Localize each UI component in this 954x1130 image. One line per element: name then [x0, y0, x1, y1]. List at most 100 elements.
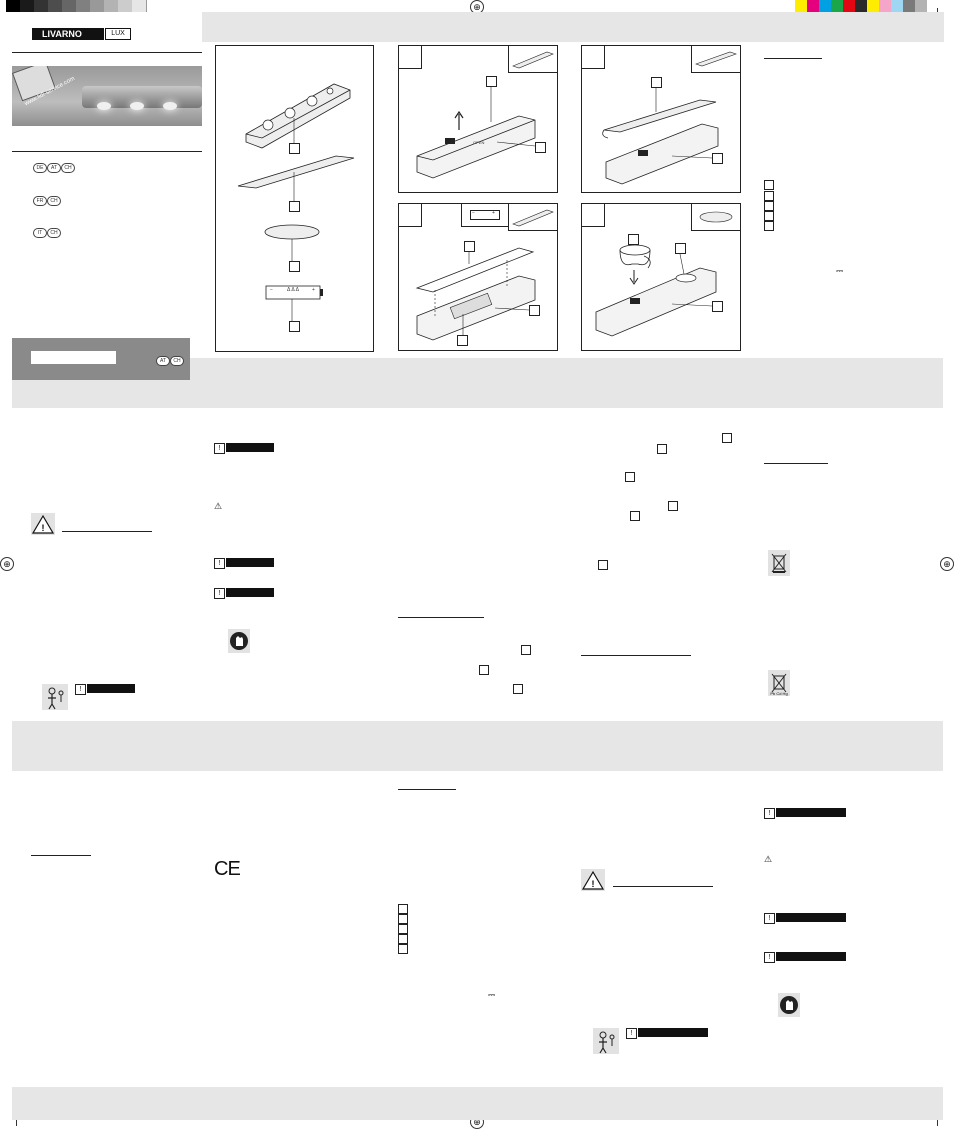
figure-thumbnail — [691, 45, 741, 73]
warning-triangle-icon: ! — [214, 588, 225, 599]
parts-illustration — [237, 83, 355, 321]
figure-number-tab — [398, 45, 422, 69]
safety-warning-icon: ! — [31, 513, 55, 535]
divider — [12, 52, 202, 53]
housing-open-illustration — [416, 84, 536, 179]
gray-swatch — [62, 0, 76, 12]
gray-swatch — [118, 0, 132, 12]
color-swatch — [879, 0, 891, 12]
thumb-minus-label: − — [472, 210, 475, 216]
part-callout-box — [529, 305, 540, 316]
brand-name: LIVARNO — [32, 28, 104, 40]
figure-thumbnail — [691, 203, 741, 231]
part-callout-box — [675, 243, 686, 254]
article-number-box — [31, 351, 116, 364]
lamp-housing-drawing — [245, 83, 351, 149]
cover-footer-band: AT CH — [12, 338, 190, 380]
parts-list-number — [764, 211, 774, 221]
header-band — [202, 12, 944, 42]
part-callout-box — [486, 76, 497, 87]
caution-triangle-icon: ⚠ — [764, 854, 773, 864]
open-label: OPEN — [473, 140, 485, 145]
country-code-badge: AT — [47, 163, 61, 173]
page-band — [12, 1087, 943, 1120]
registration-mark-right: ⊕ — [940, 557, 954, 571]
inline-part-ref — [625, 472, 635, 482]
warning-triangle-icon: ! — [214, 443, 225, 454]
color-swatch — [831, 0, 843, 12]
warning-label-bar — [776, 913, 846, 922]
warning-label-bar — [226, 558, 274, 567]
inline-part-ref — [521, 645, 531, 655]
country-code-badge: FR — [33, 196, 47, 206]
warning-triangle-icon: ! — [764, 952, 775, 963]
section-heading-underline — [62, 531, 152, 532]
battery-drawing — [265, 285, 323, 321]
figure-thumbnail — [508, 203, 558, 231]
pad-attach-illustration — [595, 244, 717, 337]
svg-text:!: ! — [592, 879, 595, 889]
gloves-icon — [778, 993, 800, 1017]
parts-list-number — [398, 924, 408, 934]
battery-minus-label: − — [270, 287, 273, 293]
parts-list-number — [398, 934, 408, 944]
parts-list-number — [764, 191, 774, 201]
inline-part-ref — [722, 433, 732, 443]
figure-thumbnail-battery: − + — [461, 203, 509, 227]
gray-swatch — [76, 0, 90, 12]
figure-adhesive-pad — [581, 203, 741, 351]
part-callout-box — [651, 77, 662, 88]
warning-triangle-icon: ! — [75, 684, 86, 695]
gray-swatch — [6, 0, 20, 12]
parts-list-number — [764, 201, 774, 211]
ce-mark: CE — [214, 858, 241, 880]
safety-warning-icon: ! — [581, 869, 605, 891]
svg-text:Pb Cd Hg: Pb Cd Hg — [770, 691, 787, 696]
warning-triangle-icon: ! — [626, 1028, 637, 1039]
section-heading-underline — [31, 855, 91, 856]
color-swatch — [891, 0, 903, 12]
crossed-bin-icon: Pb Cd Hg — [768, 670, 790, 696]
warning-label-bar — [87, 684, 135, 693]
inline-part-ref — [668, 501, 678, 511]
inline-part-ref — [657, 444, 667, 454]
section-heading-underline — [398, 789, 456, 790]
part-callout-box — [289, 261, 300, 272]
child-hazard-icon — [593, 1028, 619, 1054]
inline-part-ref — [479, 665, 489, 675]
gray-swatch — [48, 0, 62, 12]
country-code-badge: CH — [61, 163, 75, 173]
divider — [12, 151, 202, 152]
child-hazard-icon — [42, 684, 68, 710]
part-callout-box — [457, 335, 468, 346]
warning-label-bar — [226, 443, 274, 452]
figure-number-tab — [398, 203, 422, 227]
country-code-badge: CH — [47, 196, 61, 206]
color-swatch — [903, 0, 915, 12]
figure-thumbnail — [508, 45, 558, 73]
color-swatch — [915, 0, 927, 12]
svg-text:!: ! — [42, 523, 45, 533]
figure-number-tab — [581, 203, 605, 227]
section-heading-underline — [764, 58, 822, 59]
warning-label-bar — [638, 1028, 708, 1037]
inline-part-ref — [598, 560, 608, 570]
country-code-badge: DE — [33, 163, 47, 173]
product-photo: www.lidl-service.com — [12, 66, 202, 126]
gray-swatch — [34, 0, 48, 12]
adhesive-pad-drawing — [264, 224, 320, 261]
warning-label-bar — [776, 952, 846, 961]
figure-insert-batteries: − + — [398, 203, 558, 351]
warning-label-bar — [226, 588, 274, 597]
adhesive-strip-drawing — [237, 155, 355, 202]
warning-triangle-icon: ! — [764, 913, 775, 924]
gray-swatch — [104, 0, 118, 12]
recycle-bin-icon — [768, 550, 790, 576]
strip-attach-illustration — [602, 84, 719, 185]
color-swatch — [867, 0, 879, 12]
color-swatch — [807, 0, 819, 12]
country-code-badge: AT — [156, 356, 170, 366]
gray-swatch — [20, 0, 34, 12]
parts-list-number — [764, 180, 774, 190]
dc-symbol: ⎓ — [488, 990, 496, 1000]
